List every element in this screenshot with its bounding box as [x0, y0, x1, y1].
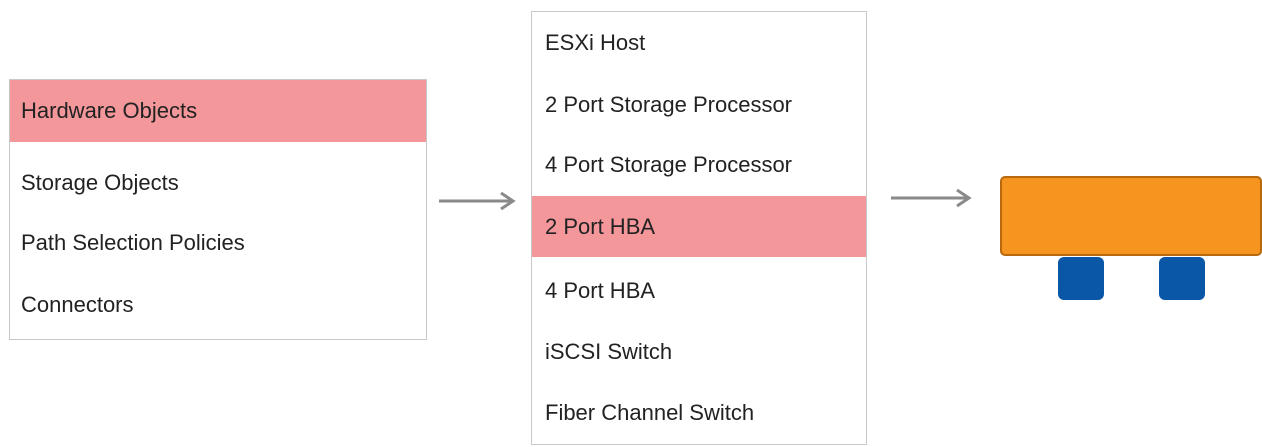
hba-card-body [1000, 176, 1262, 256]
hba-2-port-icon[interactable] [1000, 176, 1262, 304]
arrow-right-icon [439, 191, 516, 211]
category-item-hardware-objects[interactable]: Hardware Objects [10, 80, 426, 142]
category-list: Hardware Objects Storage Objects Path Se… [9, 79, 427, 340]
object-item-2-port-hba[interactable]: 2 Port HBA [532, 196, 866, 257]
category-item-connectors[interactable]: Connectors [21, 292, 134, 317]
category-item-path-selection-policies[interactable]: Path Selection Policies [21, 230, 245, 255]
object-item-esxi-host[interactable]: ESXi Host [545, 30, 646, 55]
object-item-2-port-storage-processor[interactable]: 2 Port Storage Processor [545, 92, 793, 117]
hba-port-icon [1159, 257, 1205, 300]
object-item-fiber-channel-switch[interactable]: Fiber Channel Switch [545, 400, 755, 425]
object-item-4-port-storage-processor[interactable]: 4 Port Storage Processor [545, 152, 793, 177]
category-item-storage-objects[interactable]: Storage Objects [21, 170, 179, 195]
arrow-right-icon [891, 188, 972, 208]
object-list: ESXi Host 2 Port Storage Processor 4 Por… [531, 11, 867, 445]
hba-port-icon [1058, 257, 1104, 300]
object-item-iscsi-switch[interactable]: iSCSI Switch [545, 339, 673, 364]
object-item-4-port-hba[interactable]: 4 Port HBA [545, 278, 656, 303]
